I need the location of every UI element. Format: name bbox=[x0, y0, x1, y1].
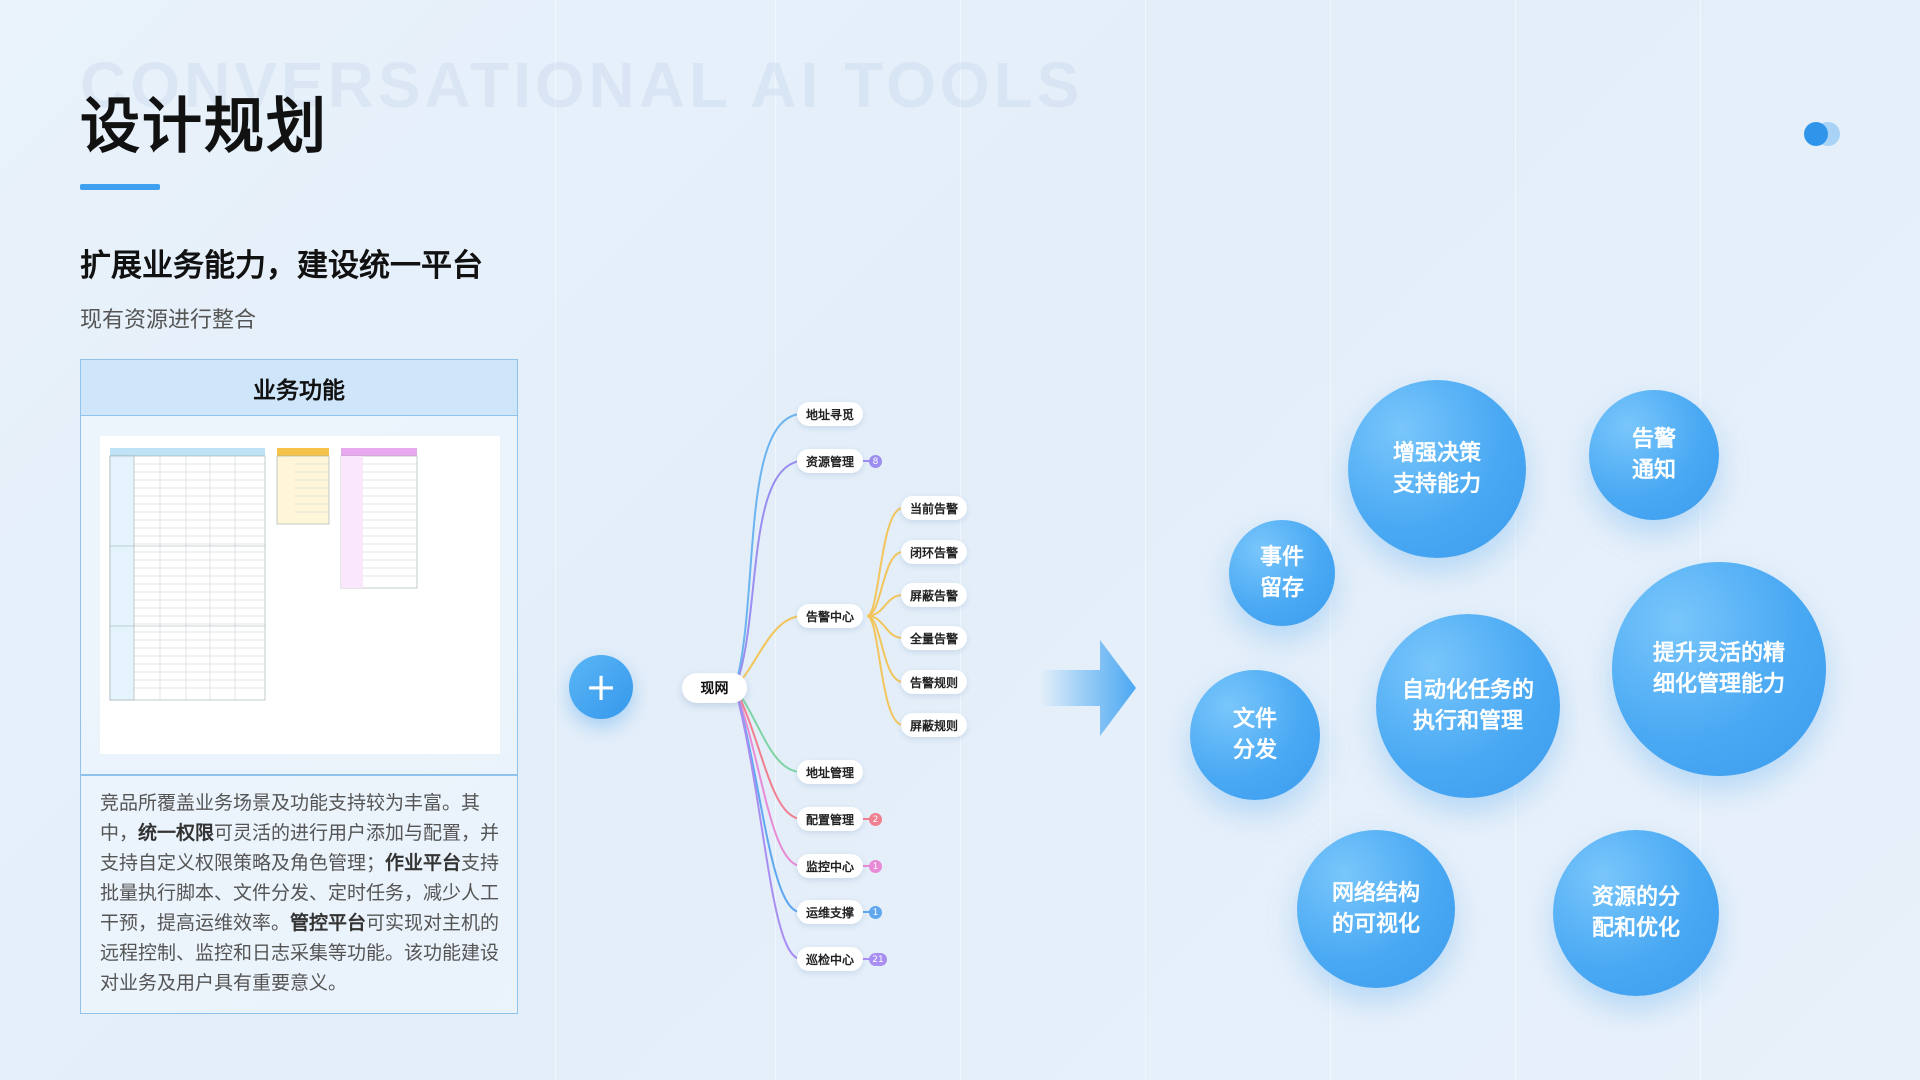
count-badge: 21 bbox=[869, 953, 887, 966]
count-badge: 1 bbox=[869, 860, 882, 873]
page-subtitle: 扩展业务能力，建设统一平台 bbox=[80, 248, 483, 284]
mindmap-node: 监控中心 bbox=[797, 854, 864, 878]
bubble-line: 提升灵活的精 bbox=[1652, 641, 1785, 666]
bubble-line: 配和优化 bbox=[1591, 916, 1680, 941]
panel-divider bbox=[81, 774, 517, 776]
mindmap-node: 配置管理 bbox=[797, 807, 864, 831]
bubble-line: 通知 bbox=[1631, 458, 1676, 483]
bubble-line: 的可视化 bbox=[1331, 912, 1420, 937]
bubble-line: 支持能力 bbox=[1392, 472, 1481, 497]
text-emphasis: 管控平台 bbox=[290, 912, 367, 934]
capability-bubble: 资源的分配和优化 bbox=[1553, 830, 1719, 996]
bg-line bbox=[775, 0, 776, 1080]
count-badge: 1 bbox=[869, 906, 882, 919]
right-arrow-icon bbox=[1040, 640, 1136, 736]
title-underline bbox=[80, 184, 160, 190]
watermark-text: CONVERSATIONAL AI TOOLS bbox=[80, 49, 1084, 121]
capability-bubble: 自动化任务的执行和管理 bbox=[1376, 614, 1560, 798]
mindmap-leaf: 告警规则 bbox=[901, 670, 968, 694]
capability-bubble: 文件分发 bbox=[1190, 670, 1320, 800]
capability-bubble: 告警通知 bbox=[1589, 390, 1719, 520]
mindmap-root: 现网 bbox=[682, 673, 747, 703]
text-run: 支持批量执行脚本、文件分发、定时任务，减少人工干预，提高运维效率。 bbox=[100, 852, 500, 934]
bubble-line: 告警 bbox=[1631, 427, 1676, 452]
bg-line bbox=[1515, 0, 1516, 1080]
text-run: 可实现对主机的远程控制、监控和日志采集等功能。该功能建设对业务及用户具有重要意义… bbox=[100, 912, 500, 994]
text-run: 可灵活的进行用户添加与配置，并支持自定义权限策略及角色管理； bbox=[100, 822, 500, 874]
capability-bubble: 提升灵活的精细化管理能力 bbox=[1612, 562, 1826, 776]
bg-line bbox=[1700, 0, 1701, 1080]
panel-description: 竞品所覆盖业务场景及功能支持较为丰富。其中，统一权限可灵活的进行用户添加与配置，… bbox=[100, 788, 502, 998]
bg-line bbox=[960, 0, 961, 1080]
mindmap-node: 地址寻觅 bbox=[797, 402, 864, 426]
mindmap-leaf: 当前告警 bbox=[901, 496, 968, 520]
bubble-line: 事件 bbox=[1259, 545, 1304, 570]
capability-bubble: 增强决策支持能力 bbox=[1348, 380, 1526, 558]
capability-bubble: 网络结构的可视化 bbox=[1297, 830, 1455, 988]
page-title: 设计规划 bbox=[80, 92, 328, 162]
bg-line bbox=[555, 0, 556, 1080]
bg-line bbox=[1145, 0, 1146, 1080]
feature-table-thumbnail bbox=[100, 436, 500, 754]
mindmap-leaf: 闭环告警 bbox=[901, 540, 968, 564]
bubble-line: 细化管理能力 bbox=[1652, 672, 1785, 697]
dot-icon bbox=[1804, 122, 1828, 146]
bubble-line: 留存 bbox=[1259, 576, 1304, 601]
page-description: 现有资源进行整合 bbox=[80, 308, 257, 333]
bubble-line: 自动化任务的 bbox=[1401, 678, 1534, 703]
bubble-line: 文件 bbox=[1232, 707, 1277, 732]
bubble-line: 增强决策 bbox=[1392, 441, 1481, 466]
decorative-dots bbox=[1804, 122, 1840, 146]
text-emphasis: 作业平台 bbox=[385, 852, 462, 874]
bubble-line: 资源的分 bbox=[1591, 885, 1680, 910]
bubble-line: 执行和管理 bbox=[1412, 709, 1523, 734]
mindmap-node: 运维支撑 bbox=[797, 900, 864, 924]
bubble-line: 分发 bbox=[1232, 738, 1277, 763]
plus-icon: + bbox=[569, 655, 633, 719]
mindmap-node: 资源管理 bbox=[797, 449, 864, 473]
mindmap-leaf: 全量告警 bbox=[901, 626, 968, 650]
mindmap-node: 告警中心 bbox=[797, 604, 864, 628]
text-emphasis: 统一权限 bbox=[138, 822, 215, 844]
capability-bubble: 事件留存 bbox=[1229, 520, 1335, 626]
text-run: 竞品所覆盖业务场景及功能支持较为丰富。其中， bbox=[100, 792, 481, 844]
mindmap-leaf: 屏蔽规则 bbox=[901, 713, 968, 737]
bg-line bbox=[1330, 0, 1331, 1080]
bubble-line: 网络结构 bbox=[1331, 881, 1420, 906]
count-badge: 8 bbox=[869, 455, 882, 468]
mindmap-leaf: 屏蔽告警 bbox=[901, 583, 968, 607]
mindmap-node: 巡检中心 bbox=[797, 947, 864, 971]
panel-header: 业务功能 bbox=[81, 360, 517, 416]
count-badge: 2 bbox=[869, 813, 882, 826]
mindmap-node: 地址管理 bbox=[797, 760, 864, 784]
business-function-panel: 业务功能 bbox=[80, 359, 518, 1014]
